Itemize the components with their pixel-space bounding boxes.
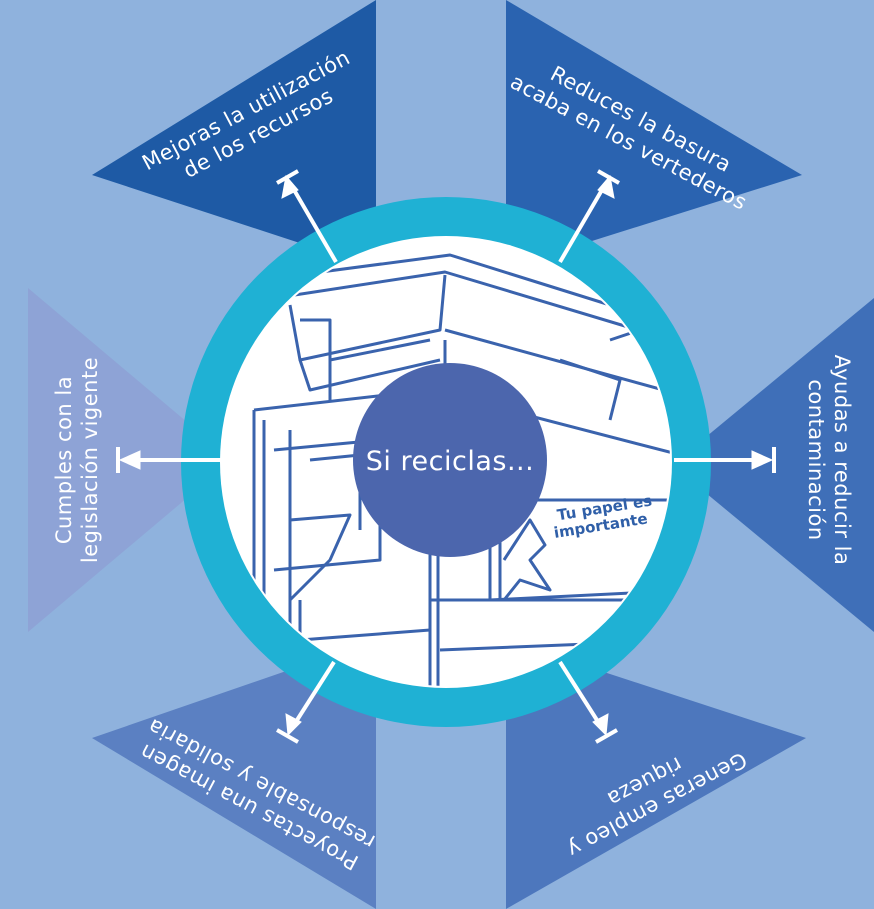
arrow-bottom-left-head — [285, 713, 302, 737]
arrow-top-left-head — [281, 174, 299, 199]
label-right: Ayudas a reducir la contaminación — [804, 355, 854, 566]
arrow-bottom-left-bar — [276, 728, 299, 744]
arrow-bottom-right — [558, 660, 604, 730]
arrow-bottom-right-bar — [595, 728, 618, 744]
triangle-top-right — [506, 0, 802, 268]
arrow-top-right — [558, 181, 608, 264]
arrow-top-left — [288, 181, 338, 264]
arrow-right-head — [751, 450, 774, 470]
arrows — [116, 169, 776, 744]
triangle-bottom-right — [506, 640, 806, 909]
arrow-left-head — [118, 450, 141, 470]
label-right-line-2: contaminación — [804, 379, 828, 540]
center-label: Si reciclas... — [366, 446, 534, 477]
arrow-top-right-bar — [597, 169, 620, 185]
center-disc — [353, 363, 547, 557]
arrow-bottom-right-head — [592, 713, 609, 737]
triangle-top-left — [92, 0, 376, 268]
label-left-line-1: Cumples con la — [52, 376, 76, 544]
arrow-top-right-head — [597, 174, 615, 199]
label-left-line-2: legislación vigente — [78, 357, 102, 563]
arrow-top-left-bar — [276, 169, 299, 185]
label-right-line-1: Ayudas a reducir la — [830, 355, 854, 566]
arrow-bottom-left — [290, 660, 336, 730]
label-left: Cumples con la legislación vigente — [52, 357, 102, 563]
